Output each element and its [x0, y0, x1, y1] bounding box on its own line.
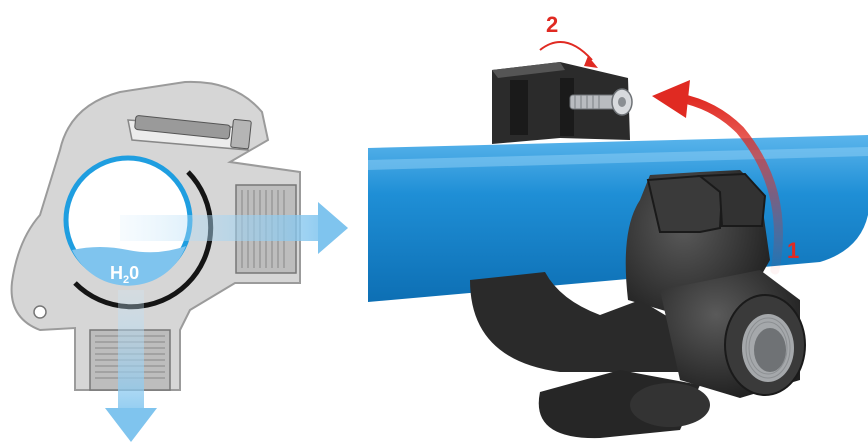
saddle-clamp-cutaway-icon: H20 — [10, 80, 348, 442]
flow-arrow-down-icon — [105, 290, 157, 442]
step-1-label: 1 — [787, 238, 799, 263]
water-fill — [72, 246, 186, 286]
tension-bolt — [569, 88, 633, 116]
flow-arrow-icon — [120, 202, 348, 254]
step-2-label: 2 — [546, 12, 558, 37]
gasket-arc — [73, 170, 214, 310]
water-label: H20 — [110, 263, 139, 286]
bolt — [134, 115, 231, 140]
rotate-arrow-icon — [652, 80, 783, 275]
upper-clamp — [492, 62, 630, 144]
pipe-highlight — [368, 147, 868, 170]
mount-hole — [33, 305, 47, 319]
saddle-clamp-on-pipe: 1 2 — [368, 12, 868, 439]
bolt-head — [230, 118, 252, 150]
lower-clamp-body — [470, 170, 806, 439]
tighten-arrow-icon — [539, 41, 598, 68]
